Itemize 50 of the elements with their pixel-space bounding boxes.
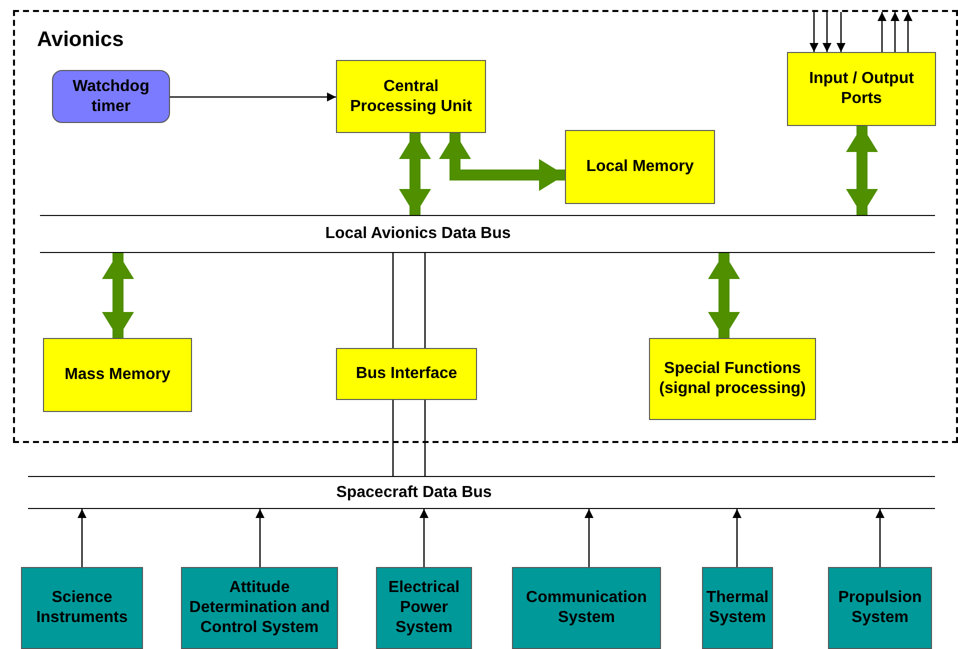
bus-label: Spacecraft Data Bus — [336, 482, 492, 502]
component-box — [52, 70, 170, 123]
arrow — [822, 12, 832, 52]
double-arrow — [102, 253, 134, 338]
component-box — [787, 52, 936, 126]
arrow — [584, 509, 594, 567]
arrow — [256, 509, 264, 567]
subsystem-box — [828, 567, 932, 649]
double-arrow — [708, 253, 740, 338]
subsystem-box — [376, 567, 472, 649]
box-label: Communication System — [525, 588, 648, 628]
arrow — [878, 12, 886, 52]
box-label: Propulsion System — [837, 588, 923, 628]
component-box — [43, 338, 192, 412]
avionics-frame — [13, 10, 958, 443]
box-label: Electrical Power System — [387, 578, 461, 638]
arrow — [836, 12, 846, 52]
connector-line — [392, 399, 426, 477]
subsystem-box — [702, 567, 773, 649]
arrow — [170, 92, 336, 102]
bus-label: Local Avionics Data Bus — [325, 224, 511, 244]
subsystem-box — [181, 567, 338, 649]
box-label: Watchdog timer — [72, 76, 150, 116]
component-box — [336, 60, 486, 133]
double-arrow — [846, 126, 878, 215]
arrow — [420, 509, 428, 567]
arrow — [876, 509, 884, 567]
group-title: Avionics — [37, 28, 124, 52]
component-box — [565, 130, 715, 204]
box-label: Bus Interface — [356, 364, 458, 384]
box-label: Central Processing Unit — [349, 76, 473, 116]
component-box — [649, 338, 816, 420]
box-label: Science Instruments — [35, 588, 129, 628]
double-arrow — [399, 133, 431, 215]
component-box — [336, 348, 477, 400]
subsystem-box — [512, 567, 661, 649]
subsystem-box — [21, 567, 143, 649]
box-label: Attitude Determination and Control System — [188, 578, 331, 638]
arrow — [904, 12, 912, 52]
box-label: Thermal System — [706, 588, 769, 628]
box-label: Special Functions (signal processing) — [658, 359, 807, 399]
arrow — [732, 509, 742, 567]
double-arrow — [439, 133, 565, 191]
box-label: Local Memory — [586, 157, 694, 177]
arrow — [890, 12, 900, 52]
arrow — [78, 509, 86, 567]
box-label: Mass Memory — [64, 365, 170, 385]
arrow — [810, 12, 818, 52]
box-label: Input / Output Ports — [808, 69, 915, 109]
connector-line — [392, 252, 426, 349]
